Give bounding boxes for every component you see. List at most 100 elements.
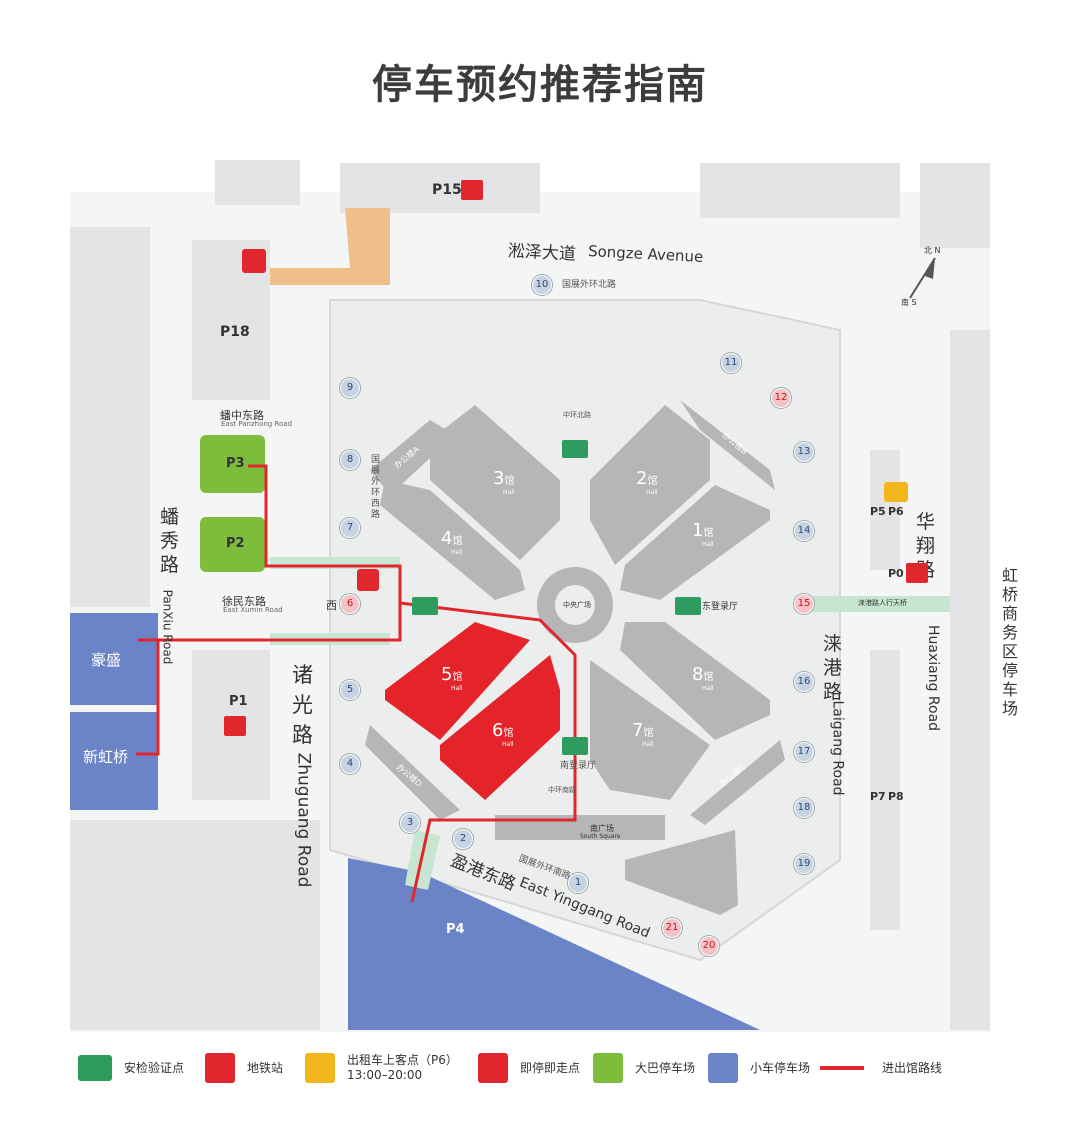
gate-13-marker: 13	[794, 442, 814, 462]
gate-1-marker: 1	[568, 873, 588, 893]
road-label-panxiu-en: PanXiu Road	[160, 589, 175, 665]
road-label-panxiu: 蟠秀路	[160, 506, 180, 576]
hall-en: Hall	[702, 685, 714, 692]
gate-3-marker: 3	[400, 813, 420, 833]
compass-icon	[909, 257, 936, 299]
gate-17-marker: 17	[794, 742, 814, 762]
gate-15-marker: 15	[794, 594, 814, 614]
bus-parking-swatch	[593, 1053, 623, 1083]
hall-label-1: 1馆 Hall	[692, 520, 714, 548]
block	[950, 330, 990, 1030]
gate-11-marker: 11	[721, 353, 741, 373]
parking-xinhongqiao	[70, 712, 158, 810]
parking-label-haosheng: 豪盛	[91, 651, 122, 669]
parking-label-p6: P6	[888, 505, 904, 518]
road-label-huaxiang-en: Huaxiang Road	[925, 624, 942, 732]
hall-5	[385, 622, 530, 740]
hall-unit: 馆	[504, 476, 515, 487]
road-label-laigang-en: Laigang Road	[829, 700, 846, 796]
hall-3	[430, 405, 560, 560]
hall-en: Hall	[642, 741, 654, 748]
page-title: 停车预约推荐指南	[372, 62, 708, 108]
gate-12-marker: 12	[771, 388, 791, 408]
hall-label-7: 7馆 Hall	[632, 720, 654, 748]
hall-2	[590, 405, 710, 565]
legend-bus: 大巴停车场	[593, 1050, 695, 1086]
hall-number: 4	[441, 528, 453, 549]
hall-number: 8	[692, 664, 704, 685]
parking-p3	[200, 435, 265, 493]
south-parking-area	[625, 830, 738, 915]
parking-label-p15: P15	[432, 182, 462, 198]
road-label-mid-north: 中环北路	[563, 411, 591, 419]
gate-18-marker: 18	[794, 798, 814, 818]
block	[870, 650, 900, 930]
road-label-panzhong-en: East Panzhong Road	[221, 420, 293, 428]
hall-7	[590, 660, 710, 800]
hall-en: Hall	[451, 549, 463, 556]
hall-label-2: 2馆 Hall	[636, 468, 658, 496]
metro-station-icon	[242, 249, 266, 273]
taxi-icon	[884, 482, 908, 502]
legend-taxi: 出租车上客点（P6）13:00–20:00	[305, 1050, 458, 1086]
road-label-panzhong: 蟠中东路	[220, 409, 264, 422]
hall-number: 6	[492, 720, 504, 741]
parking-label-xinhongqiao: 新虹桥	[83, 748, 129, 766]
legend-car: 小车停车场	[708, 1050, 810, 1086]
hall-number: 7	[632, 720, 644, 741]
security-checkpoint-icon	[412, 597, 438, 615]
gate-7-marker: 7	[340, 518, 360, 538]
road-label-outer-west: 国展外环西路	[371, 455, 381, 520]
block	[920, 163, 990, 248]
security-checkpoint-icon	[562, 737, 588, 755]
block	[870, 450, 900, 570]
taxi-icon	[305, 1053, 335, 1083]
block	[70, 820, 320, 1030]
road-label-xumin: 徐民东路	[222, 595, 266, 608]
lobby-label-west: 西	[326, 599, 337, 612]
gate-10-marker: 10	[532, 275, 552, 295]
route-line-swatch	[820, 1066, 864, 1070]
metro-station-icon	[357, 569, 379, 591]
bridge-label: 涞港路人行天桥	[858, 599, 907, 607]
gate-9-marker: 9	[340, 378, 360, 398]
hall-unit: 馆	[647, 476, 658, 487]
office-a	[370, 420, 455, 495]
walkway-bridge	[795, 596, 950, 612]
gate-6-marker: 6	[340, 594, 360, 614]
parking-haosheng	[70, 613, 158, 705]
parking-p2	[200, 517, 265, 572]
road-label-zhuguang-en: Zhuguang Road	[293, 752, 314, 888]
compass-south: 南 S	[901, 298, 917, 307]
south-square-label: 南广场	[590, 824, 614, 833]
lobby-label-south: 南登录厅	[560, 761, 597, 771]
security-checkpoint-icon	[562, 440, 588, 458]
office-d	[365, 725, 460, 820]
legend: 安检验证点 地铁站 出租车上客点（P6）13:00–20:00 即停即走点 大巴…	[78, 1050, 1008, 1090]
metro-corridor	[270, 208, 390, 285]
hall-en: Hall	[502, 741, 514, 748]
legend-route: 进出馆路线	[820, 1050, 942, 1086]
dropoff-icon	[224, 716, 246, 736]
security-checkpoint-icon	[675, 597, 701, 615]
hall-number: 2	[636, 468, 648, 489]
gate-16-marker: 16	[794, 672, 814, 692]
hall-en: Hall	[646, 489, 658, 496]
gate-4-marker: 4	[340, 754, 360, 774]
block	[340, 163, 540, 213]
hall-8	[620, 622, 770, 740]
parking-label-p3: P3	[226, 456, 245, 471]
hall-6	[440, 655, 560, 800]
gate-5-marker: 5	[340, 680, 360, 700]
road-label-xumin-en: East Xumin Road	[223, 606, 283, 614]
parking-label-p8: P8	[888, 790, 904, 803]
road-label-mid-south: 中环南路	[548, 786, 576, 794]
office-c	[690, 740, 785, 825]
metro-station-icon	[205, 1053, 235, 1083]
road-label-songze: 淞泽大道	[507, 241, 577, 265]
hall-en: Hall	[503, 489, 515, 496]
hall-number: 1	[692, 520, 704, 541]
block	[215, 160, 300, 205]
block	[700, 163, 900, 218]
